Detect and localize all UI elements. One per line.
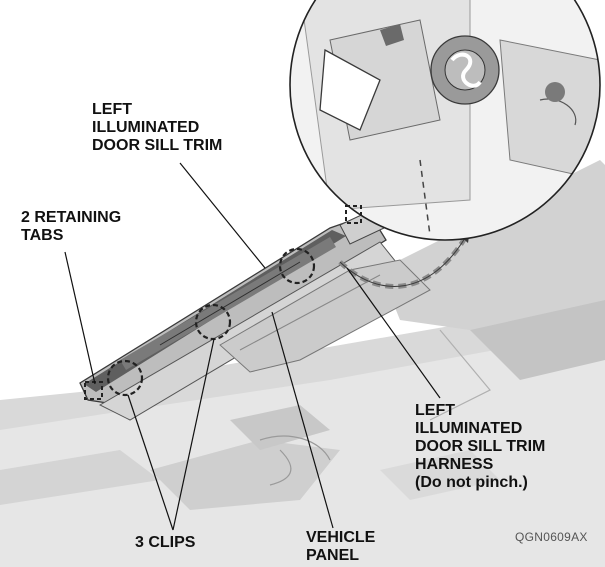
vehicle-body bbox=[0, 160, 605, 567]
leader-clips-b bbox=[127, 394, 174, 531]
label-door-sill-trim: LEFT ILLUMINATED DOOR SILL TRIM bbox=[92, 101, 223, 154]
tab-markers bbox=[84, 205, 362, 400]
leader-door-sill-trim bbox=[179, 162, 266, 269]
tab-1 bbox=[84, 381, 103, 400]
clip-markers bbox=[106, 247, 316, 397]
label-vehicle-panel: VEHICLE PANEL bbox=[306, 529, 376, 564]
leader-clips-a bbox=[172, 338, 215, 531]
tab-2 bbox=[345, 205, 362, 224]
label-retaining-tabs: 2 RETAINING TABS bbox=[21, 209, 122, 244]
clip-1 bbox=[106, 359, 144, 397]
leader-vehicle-panel bbox=[271, 311, 334, 529]
label-clips: 3 CLIPS bbox=[135, 534, 196, 551]
clip-2 bbox=[194, 303, 232, 341]
label-harness: LEFT ILLUMINATED DOOR SILL TRIM HARNESS … bbox=[415, 402, 546, 491]
leader-lines bbox=[64, 162, 441, 531]
figure-code: QGN0609AX bbox=[515, 530, 588, 544]
detail-magnifier bbox=[289, 0, 601, 241]
clip-3 bbox=[278, 247, 316, 285]
leader-retaining-tabs bbox=[64, 251, 96, 385]
leader-harness bbox=[346, 267, 441, 399]
